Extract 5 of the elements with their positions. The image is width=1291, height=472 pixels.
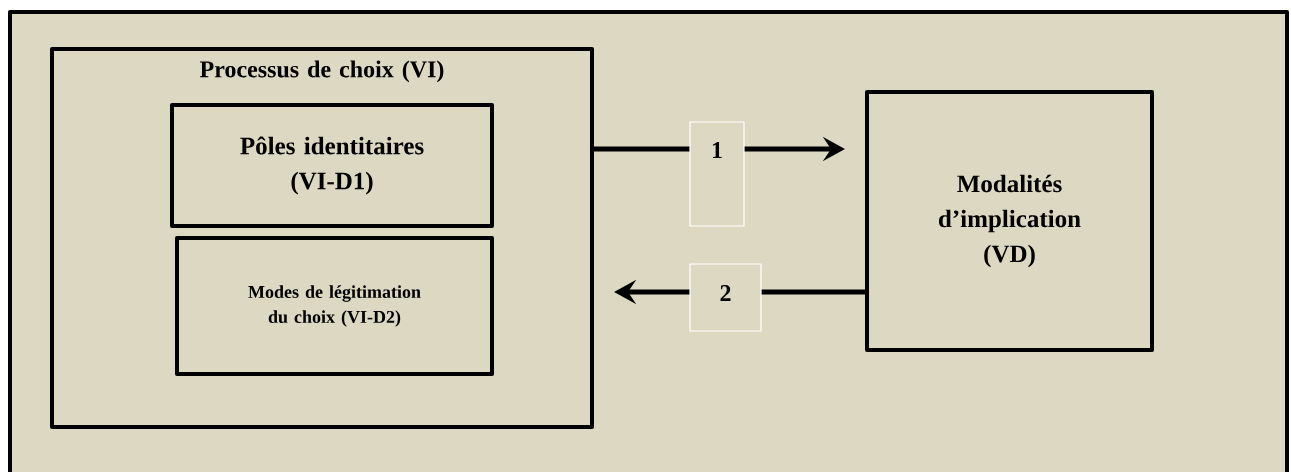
process-box: Modalités d’implication (VD) — [865, 90, 1154, 352]
process-box: Pôles identitaires (VI-D1) — [170, 103, 494, 228]
edge-label: 1 — [689, 121, 745, 227]
edge-label: 2 — [689, 263, 762, 332]
process-box: Modes de légitimation du choix (VI-D2) — [175, 236, 494, 376]
